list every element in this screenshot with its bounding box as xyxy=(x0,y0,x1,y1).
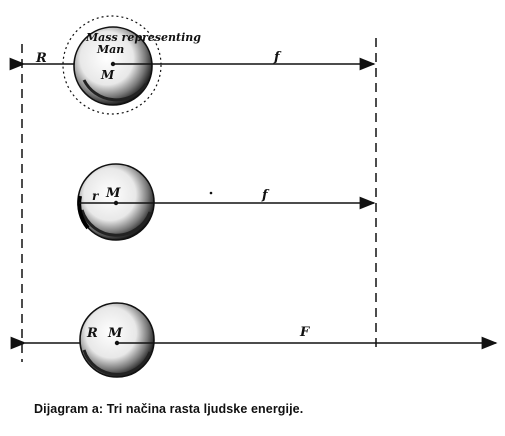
row2-radius-label: r xyxy=(92,189,100,203)
row3-center-label: M xyxy=(107,326,123,341)
row3-sphere-shading xyxy=(82,349,152,376)
row3-radius-label: R xyxy=(86,326,98,341)
row3-force-label: F xyxy=(299,325,310,340)
row-1: Mass representing Man M R f xyxy=(9,15,376,115)
row2-left-dark-edge xyxy=(77,195,90,230)
row2-stray-mark xyxy=(209,191,213,195)
row1-right-label: f xyxy=(273,50,282,65)
row2-force-label: f xyxy=(261,188,270,203)
row2-center-label: M xyxy=(105,186,121,201)
row3-mass-sphere xyxy=(79,302,155,378)
row-2: r M f xyxy=(77,163,376,241)
diagram-caption: Dijagram a: Tri načina rasta ljudske ene… xyxy=(34,402,304,416)
row1-center-dot xyxy=(110,61,116,67)
row1-sphere-shading xyxy=(82,79,148,102)
row2-sphere-shading xyxy=(80,209,152,237)
row1-center-label: M xyxy=(100,68,115,82)
row1-man-label: Man xyxy=(96,43,124,56)
row1-mass-label: Mass representing xyxy=(85,31,201,44)
row-3: R M F xyxy=(10,302,498,378)
row3-center-dot xyxy=(114,340,120,346)
row2-center-dot xyxy=(113,200,119,206)
row1-left-label: R xyxy=(35,51,47,66)
row1-outer-dotted-circle xyxy=(62,15,162,115)
